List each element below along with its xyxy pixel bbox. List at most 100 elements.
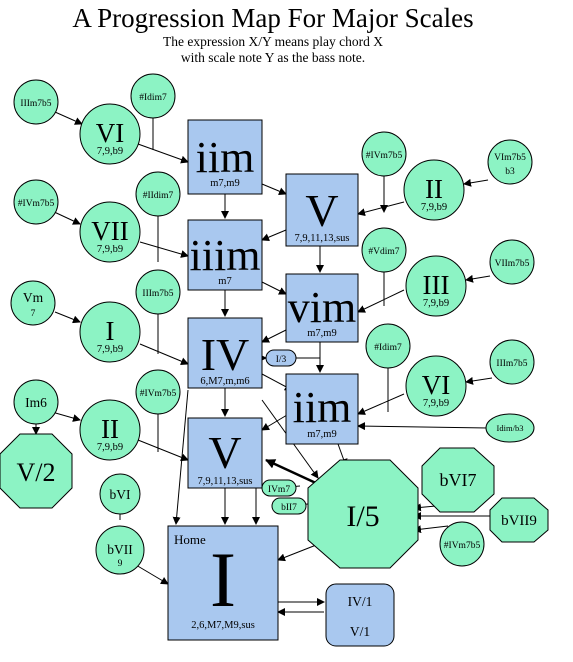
circle-III-sub: 7,9,b9 bbox=[423, 298, 449, 309]
box-V-left-sub: 7,9,11,13,sus bbox=[197, 476, 252, 487]
circle-bVI: bVI bbox=[99, 473, 141, 515]
circle-IIIm7b5-r-label: IIIm7b5 bbox=[496, 359, 527, 369]
circle-Im6: Im6 bbox=[13, 379, 59, 425]
circle-IIIm7b5-m: IIIm7b5 bbox=[135, 269, 181, 315]
circle-IVm7b5-m-label: #IVm7b5 bbox=[140, 389, 177, 399]
box-iv1: IV/1 V/1 bbox=[325, 583, 395, 647]
circle-Vm: Vm 7 bbox=[10, 280, 56, 326]
box-IV-label: IV bbox=[201, 329, 250, 380]
circle-Vdim7-label: #Vdim7 bbox=[368, 247, 399, 257]
box-ii-right: iim m7,m9 bbox=[285, 373, 359, 445]
circle-VIIm7b5-label: VIIm7b5 bbox=[495, 259, 530, 269]
page-title: A Progression Map For Major Scales bbox=[72, 3, 473, 33]
box-IV: IV 6,M7,m,m6 bbox=[187, 317, 263, 389]
circle-VI-right-label: VI bbox=[422, 370, 451, 400]
circle-IVm7b5-l: #IVm7b5 bbox=[13, 179, 59, 225]
box-V-left-label: V bbox=[208, 427, 241, 478]
octagon-I5-label: I/5 bbox=[346, 500, 379, 533]
box-home: Home I 2,6,M7,M9,sus bbox=[167, 525, 279, 641]
octagon-bVII9: bVII9 bbox=[489, 497, 549, 543]
circle-Vm-label: Vm bbox=[23, 290, 44, 305]
circle-IIdim7: #IIdim7 bbox=[135, 171, 181, 217]
circle-IIIm7b5-tl: IIIm7b5 bbox=[13, 79, 59, 125]
circle-II-right-sub: 7,9,b9 bbox=[421, 202, 447, 213]
box-ii: iim m7,m9 bbox=[187, 119, 263, 195]
circle-IVm7b5-br: #IVm7b5 bbox=[439, 521, 485, 567]
box-IV-sub: 6,M7,m,m6 bbox=[200, 376, 249, 387]
circle-IIIm7b5-r: IIIm7b5 bbox=[489, 339, 535, 385]
pill-IVm7-label: IVm7 bbox=[268, 485, 290, 495]
circle-Idim7: #Idim7 bbox=[130, 73, 176, 119]
circle-Idim7-r-label: #Idim7 bbox=[374, 343, 402, 353]
circle-VI-sub: 7,9,b9 bbox=[97, 146, 123, 157]
octagon-bVI7-label: bVI7 bbox=[440, 470, 477, 490]
box-V-top: V 7,9,11,13,sus bbox=[285, 173, 359, 247]
circle-bVII-sub: 9 bbox=[118, 559, 123, 569]
circle-Idim7-r: #Idim7 bbox=[365, 323, 411, 369]
box-home-label: I bbox=[210, 536, 236, 623]
circle-IVm7b5-r-label: #IVm7b5 bbox=[366, 151, 403, 161]
circle-III: III 7,9,b9 bbox=[405, 255, 467, 317]
box-vi: vim m7,m9 bbox=[285, 273, 359, 343]
circle-II-right: II 7,9,b9 bbox=[403, 159, 465, 221]
octagon-bVI7: bVI7 bbox=[421, 447, 495, 513]
circle-IIIm7b5-m-label: IIIm7b5 bbox=[142, 289, 173, 299]
circle-VIm7b5: VIm7b5 b3 bbox=[487, 139, 533, 185]
box-ii-right-sub: m7,m9 bbox=[307, 429, 336, 440]
circle-Vm-sub: 7 bbox=[31, 309, 36, 319]
pill-Idimb3-label: Idim/b3 bbox=[497, 423, 524, 433]
circle-Idim7-label: #Idim7 bbox=[139, 93, 167, 103]
circle-II-right-label: II bbox=[425, 174, 443, 204]
box-vi-sub: m7,m9 bbox=[307, 328, 336, 339]
pill-bII7: bII7 bbox=[271, 497, 307, 515]
circle-I: I 7,9,b9 bbox=[79, 301, 141, 363]
circle-II-left: II 7,9,b9 bbox=[79, 399, 141, 461]
pill-IVm7: IVm7 bbox=[261, 479, 297, 497]
circle-VII-label: VII bbox=[91, 216, 128, 246]
pill-bII7-label: bII7 bbox=[281, 503, 297, 513]
circle-bVI-label: bVI bbox=[110, 487, 131, 502]
circle-IVm7b5-br-label: #IVm7b5 bbox=[444, 541, 481, 551]
box-iv1-line1: IV/1 bbox=[348, 594, 373, 609]
box-iii-sub: m7 bbox=[218, 276, 231, 287]
octagon-I5: I/5 bbox=[307, 459, 419, 569]
circle-III-label: III bbox=[423, 270, 450, 300]
box-iii: iiim m7 bbox=[187, 219, 263, 291]
circle-VI: VI 7,9,b9 bbox=[79, 103, 141, 165]
circle-II-left-sub: 7,9,b9 bbox=[97, 442, 123, 453]
pill-I3-label: I/3 bbox=[276, 355, 287, 365]
circle-Im6-label: Im6 bbox=[25, 395, 47, 410]
pill-I3: I/3 bbox=[265, 349, 297, 367]
octagon-bVII9-label: bVII9 bbox=[501, 513, 537, 529]
octagon-V2: V/2 bbox=[0, 433, 73, 509]
box-home-sub: 2,6,M7,M9,sus bbox=[191, 620, 255, 631]
box-ii-right-label: iim bbox=[293, 383, 352, 432]
box-home-caption: Home bbox=[174, 532, 206, 547]
circle-VIm7b5-label: VIm7b5 bbox=[494, 153, 526, 163]
box-V-left: V 7,9,11,13,sus bbox=[187, 417, 263, 489]
box-ii-label: iim bbox=[196, 133, 255, 182]
circle-Vdim7: #Vdim7 bbox=[361, 227, 407, 273]
pill-Idimb3: Idim/b3 bbox=[485, 413, 535, 443]
circle-bVII: bVII 9 bbox=[95, 525, 145, 575]
circle-VI-right: VI 7,9,b9 bbox=[405, 355, 467, 417]
octagon-V2-label: V/2 bbox=[17, 458, 56, 487]
circle-IVm7b5-r: #IVm7b5 bbox=[361, 131, 407, 177]
circle-VI-right-sub: 7,9,b9 bbox=[423, 398, 449, 409]
circle-VIm7b5-sub: b3 bbox=[505, 167, 515, 177]
circle-VI-label: VI bbox=[96, 118, 125, 148]
box-V-top-sub: 7,9,11,13,sus bbox=[294, 233, 349, 244]
circle-IVm7b5-l-label: #IVm7b5 bbox=[18, 199, 55, 209]
circle-I-label: I bbox=[106, 316, 115, 346]
circle-IIIm7b5-tl-label: IIIm7b5 bbox=[20, 99, 51, 109]
box-iii-label: iiim bbox=[190, 231, 261, 280]
circle-bVII-label: bVII bbox=[107, 542, 133, 557]
subtitle-line-2: with scale note Y as the bass note. bbox=[181, 50, 365, 65]
box-vi-label: vim bbox=[288, 283, 356, 332]
circle-IIdim7-label: #IIdim7 bbox=[143, 191, 174, 201]
circle-II-left-label: II bbox=[101, 414, 119, 444]
subtitle-line-1: The expression X/Y means play chord X bbox=[163, 34, 383, 49]
box-V-top-label: V bbox=[305, 185, 338, 236]
circle-IVm7b5-m: #IVm7b5 bbox=[135, 369, 181, 415]
